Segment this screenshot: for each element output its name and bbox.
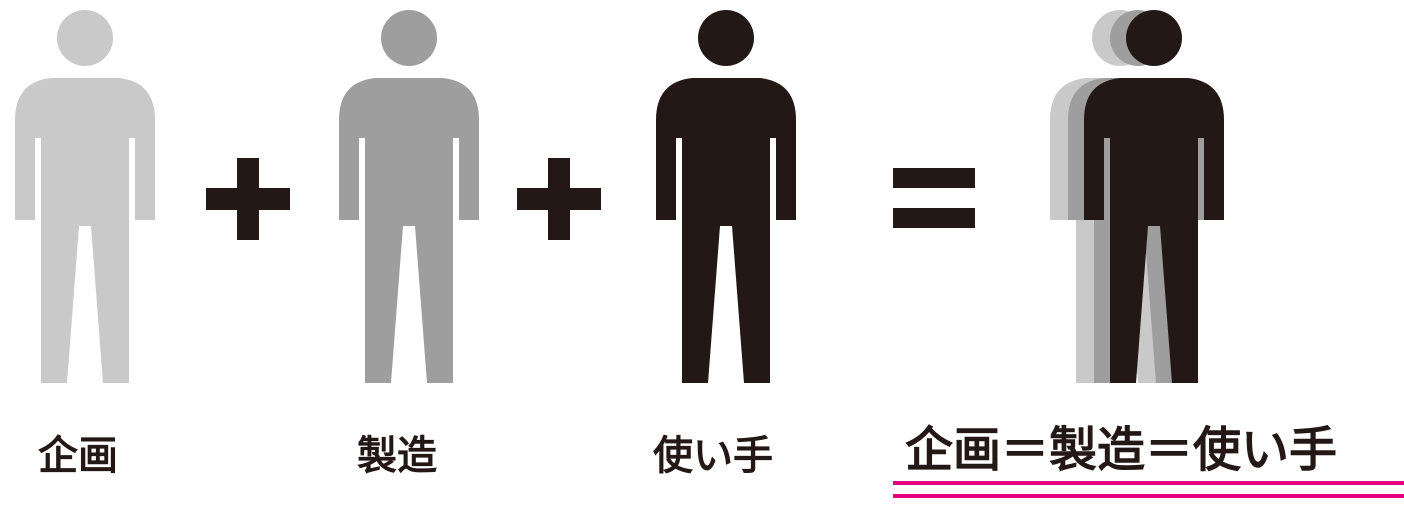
plus-bar-v bbox=[237, 158, 259, 240]
plus-operator-2 bbox=[517, 158, 601, 244]
result-equation-label: 企画＝製造＝使い手 bbox=[905, 422, 1338, 478]
user-person-icon bbox=[656, 10, 796, 383]
result-underline-top bbox=[893, 481, 1404, 485]
plus-operator-1 bbox=[206, 158, 290, 244]
planning-person-figure bbox=[5, 8, 165, 388]
manufacturing-person-figure bbox=[329, 8, 489, 388]
user-person-figure bbox=[646, 8, 806, 388]
equals-operator bbox=[893, 168, 975, 232]
equals-bar-bottom bbox=[893, 208, 975, 228]
merged-person-figure bbox=[1040, 8, 1240, 388]
plus-bar-v bbox=[548, 158, 570, 240]
manufacturing-person-icon bbox=[339, 10, 479, 383]
planning-person-icon bbox=[15, 10, 155, 383]
equals-bar-top bbox=[893, 168, 975, 188]
user-label: 使い手 bbox=[653, 433, 773, 479]
result-underline-bottom bbox=[893, 494, 1404, 498]
manufacturing-label: 製造 bbox=[357, 433, 437, 479]
planning-label: 企画 bbox=[38, 433, 118, 479]
